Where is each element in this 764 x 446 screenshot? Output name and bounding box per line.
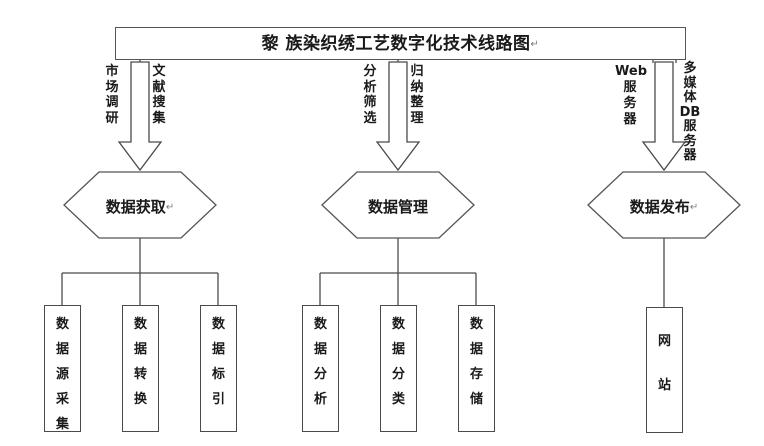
leaf-label-data-conversion: 数 据 转 换 <box>133 317 147 407</box>
label-literature-collection: 文 献 搜 集 <box>152 64 166 126</box>
leaf-box-data-conversion[interactable] <box>122 305 159 432</box>
diagram-title-text: 黎 族染织绣工艺数字化技术线路图 <box>261 34 531 54</box>
leaf-label-data-indexing: 数 据 标 引 <box>211 317 225 407</box>
node-middle-text: 数据管理 <box>367 198 428 216</box>
title-return-mark: ↵ <box>530 39 540 50</box>
leaf-box-data-classification[interactable] <box>380 305 417 432</box>
node-data-management-label: 数据管理 <box>322 196 474 217</box>
diagram-title: 黎 族染织绣工艺数字化技术线路图↵ <box>115 30 686 58</box>
leaf-box-website[interactable] <box>646 307 683 433</box>
node-right-mark: ↵ <box>689 202 699 213</box>
node-data-publishing[interactable]: 数据发布↵ <box>588 172 740 240</box>
leaf-label-data-classification: 数 据 分 类 <box>391 317 405 407</box>
leaf-box-data-source-collection[interactable] <box>44 305 81 432</box>
label-induction-organization: 归 纳 整 理 <box>410 64 424 126</box>
leaf-label-website: 网 站 <box>657 334 671 393</box>
leaf-label-data-analysis: 数 据 分 析 <box>313 317 327 407</box>
leaf-box-data-indexing[interactable] <box>200 305 237 432</box>
node-left-text: 数据获取 <box>105 198 166 216</box>
label-web-server: Web 服 务 器 <box>615 64 647 127</box>
label-market-research: 市 场 调 研 <box>105 64 119 126</box>
leaf-label-data-source-collection: 数 据 源 采 集 <box>55 317 69 432</box>
node-data-acquisition[interactable]: 数据获取↵ <box>64 172 216 240</box>
leaf-box-data-analysis[interactable] <box>302 305 339 432</box>
node-right-text: 数据发布 <box>629 198 690 216</box>
leaf-label-data-storage: 数 据 存 储 <box>469 317 483 407</box>
leaf-box-data-storage[interactable] <box>458 305 495 432</box>
title-banner-box <box>115 27 686 60</box>
node-data-acquisition-label: 数据获取↵ <box>64 196 216 217</box>
node-data-publishing-label: 数据发布↵ <box>588 196 740 217</box>
node-left-mark: ↵ <box>165 202 175 213</box>
label-multimedia-db-server: 多 媒 体 DB 服 务 器 <box>679 61 701 163</box>
node-data-management[interactable]: 数据管理 <box>322 172 474 240</box>
label-analysis-screening: 分 析 筛 选 <box>363 64 377 126</box>
